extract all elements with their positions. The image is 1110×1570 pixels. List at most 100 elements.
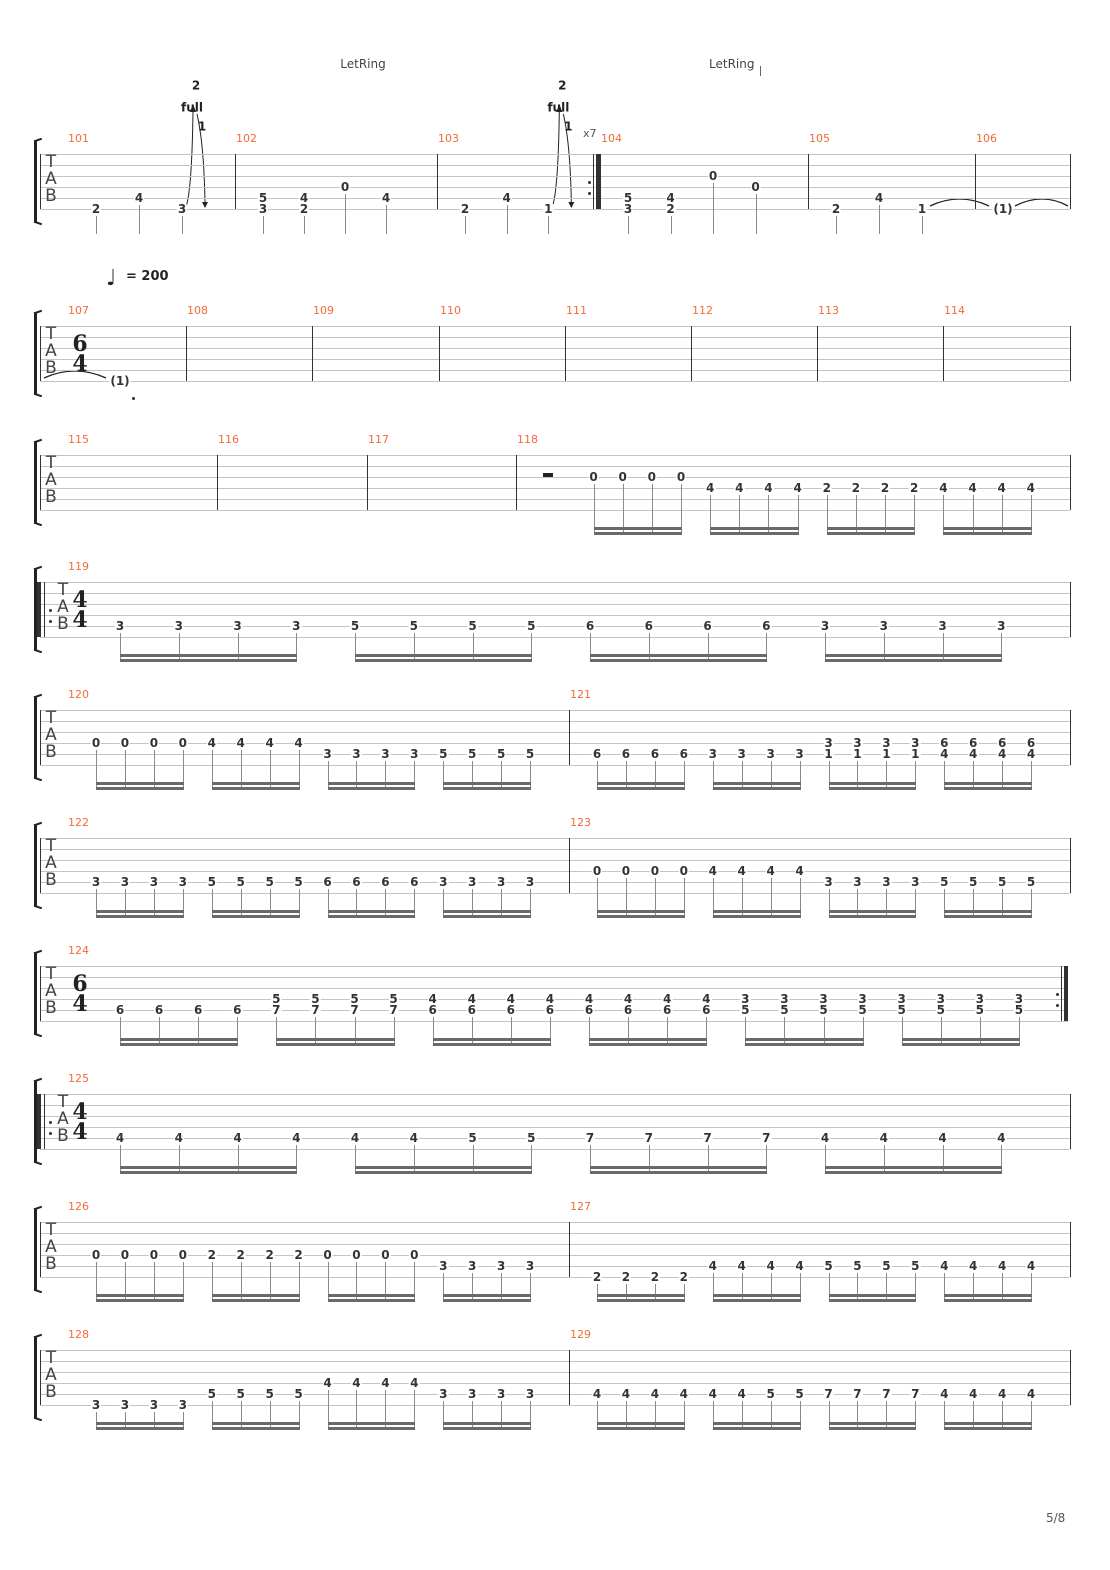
- staff-line: [40, 198, 1070, 199]
- repeat-dot: [588, 180, 591, 184]
- beam-primary: [825, 1166, 1003, 1169]
- staff-line: [40, 988, 1068, 989]
- staff-line: [40, 488, 1070, 489]
- beam-secondary: [120, 1171, 298, 1174]
- fret-number: 5: [438, 747, 449, 761]
- measure-number: 106: [976, 132, 997, 145]
- note-stem: [356, 761, 358, 790]
- fret-number: 1: [881, 747, 892, 761]
- fret-number: 2: [649, 1270, 661, 1284]
- staff-line: [40, 455, 1070, 456]
- fret-number: 5: [968, 875, 979, 889]
- fret-number: 0: [380, 1248, 391, 1262]
- bend-up-arrowhead: [556, 104, 563, 112]
- barline: [1070, 582, 1071, 637]
- repeat-dot: [49, 619, 52, 623]
- fret-number: 4: [427, 992, 438, 1006]
- note-stem: [413, 1145, 415, 1174]
- note-stem: [510, 1017, 512, 1046]
- staff-line: [40, 1277, 1070, 1278]
- note-stem: [625, 761, 627, 790]
- measure-number: 103: [438, 132, 459, 145]
- note-stem: [648, 1145, 650, 1174]
- staff-line: [40, 1255, 1070, 1256]
- fret-number: 3: [823, 875, 834, 889]
- note-stem: [940, 1017, 942, 1046]
- fret-number: 4: [591, 1387, 603, 1401]
- fret-number: 5: [293, 1387, 304, 1401]
- beam-primary: [901, 1038, 1020, 1041]
- fret-number: 6: [649, 747, 661, 761]
- note-stem: [327, 1262, 329, 1302]
- beam-primary: [828, 910, 917, 913]
- fret-number: 4: [351, 1376, 362, 1390]
- note-stem: [120, 1017, 121, 1046]
- repeat-dot: [49, 1120, 52, 1124]
- note-stem: [153, 889, 155, 918]
- beam-secondary: [712, 1427, 801, 1430]
- staff-line: [40, 1105, 1070, 1106]
- fret-number: 3: [740, 992, 751, 1006]
- note-stem: [471, 1017, 473, 1046]
- staff-line: [40, 154, 1070, 155]
- tab-clef-letter: B: [57, 1126, 69, 1146]
- fret-number: 5: [823, 1259, 834, 1273]
- note-stem: [211, 1262, 213, 1302]
- fret-number: 4: [264, 736, 275, 750]
- fret-number: 4: [996, 1131, 1007, 1145]
- barline: [217, 455, 218, 510]
- staff-line: [40, 477, 1070, 478]
- beam-secondary: [593, 532, 682, 535]
- fret-number: 6: [505, 1003, 517, 1017]
- repeat-start-thin-bar: [44, 1094, 45, 1149]
- beam-secondary: [597, 1427, 685, 1430]
- note-stem: [240, 889, 242, 918]
- barline: [235, 154, 236, 209]
- fret-number: 6: [996, 736, 1008, 750]
- barline: [1070, 154, 1071, 209]
- note-stem: [973, 1401, 975, 1430]
- staff-line: [40, 743, 1070, 744]
- barline: [569, 1350, 570, 1405]
- note-stem: [857, 1273, 859, 1302]
- beam-primary: [120, 1038, 239, 1041]
- note-stem: [828, 761, 830, 790]
- repeat-dot: [1056, 1003, 1059, 1007]
- system-bracket: [34, 568, 37, 651]
- bend-target-label: 2: [558, 78, 567, 93]
- fret-number: 4: [878, 1131, 889, 1145]
- fret-number: 4: [298, 191, 310, 205]
- note-stem: [443, 1273, 445, 1302]
- note-stem: [823, 1017, 825, 1046]
- tab-clef-letter: T: [45, 836, 57, 856]
- measure-number: 119: [68, 560, 89, 573]
- note-stem: [304, 216, 305, 234]
- note-stem: [124, 889, 126, 918]
- fret-number: 4: [678, 1387, 689, 1401]
- beam-secondary: [828, 1427, 917, 1430]
- measure-number: 118: [517, 433, 538, 446]
- fret-number: 6: [153, 1003, 165, 1017]
- fret-number: 4: [501, 191, 512, 205]
- note-stem: [120, 1145, 121, 1174]
- beam-secondary: [327, 787, 416, 790]
- fret-number: 6: [678, 747, 689, 761]
- fret-number: 0: [675, 470, 687, 484]
- fret-number: 3: [707, 747, 718, 761]
- staff-line: [40, 732, 1070, 733]
- fret-number: 4: [736, 1259, 747, 1273]
- note-stem: [432, 1017, 434, 1046]
- note-stem: [501, 1401, 503, 1430]
- fret-number: 6: [591, 747, 603, 761]
- note-stem: [654, 761, 656, 790]
- fret-number: 3: [910, 736, 921, 750]
- fret-number: 5: [388, 992, 399, 1006]
- system-bracket: [34, 312, 37, 395]
- note-stem: [942, 1145, 944, 1174]
- fret-number: 4: [996, 481, 1007, 495]
- note-stem: [356, 1390, 358, 1430]
- fret-number: 6: [643, 619, 654, 633]
- note-stem: [414, 1390, 416, 1430]
- bend-release-arrow: [196, 113, 206, 204]
- fret-number: 3: [438, 875, 449, 889]
